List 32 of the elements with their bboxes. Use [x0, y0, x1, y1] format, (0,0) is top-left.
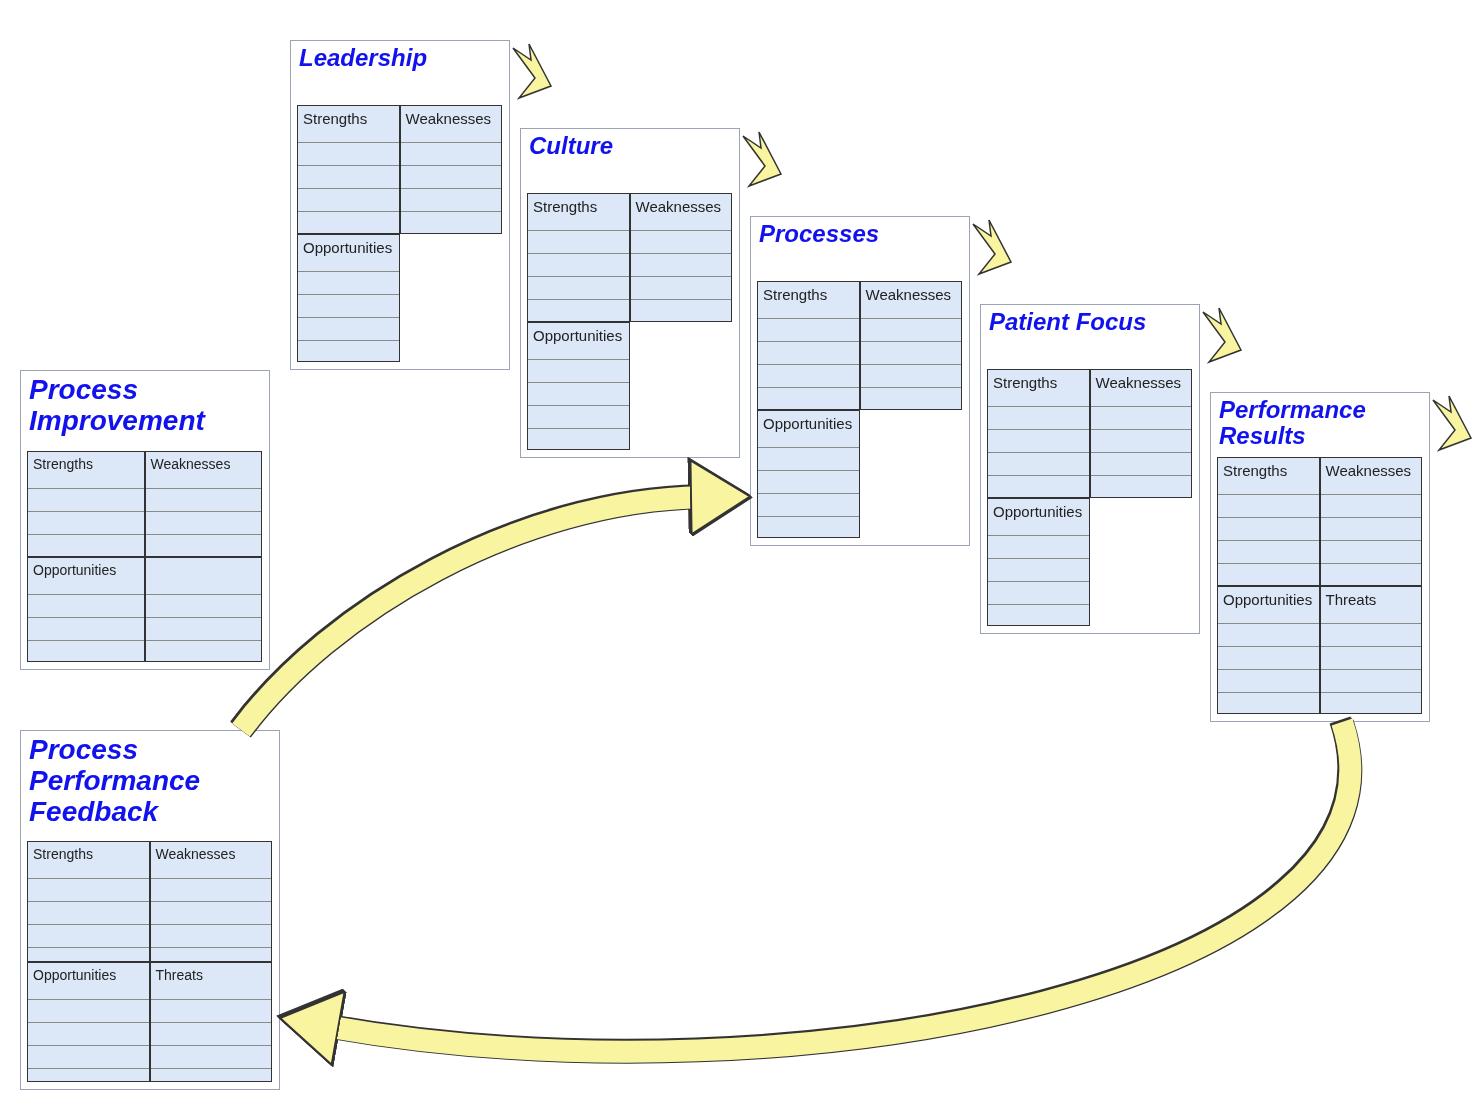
swot-quadrant: Weaknesses: [859, 281, 962, 410]
swot-quadrant: Weaknesses: [144, 451, 262, 557]
swot-quadrant: Strengths: [27, 451, 145, 557]
curved-arrow: [278, 720, 1361, 1066]
swot-quadrant: Opportunities: [27, 556, 145, 662]
swot-quadrant: Strengths: [987, 369, 1090, 498]
swot-quadrant: Strengths: [757, 281, 860, 410]
swot-quadrant: Strengths: [527, 193, 630, 322]
swot-card: [20, 730, 280, 1090]
swot-quadrant: Opportunities: [1217, 585, 1320, 714]
swot-card: [520, 128, 740, 458]
swot-quadrant: Threats: [149, 961, 272, 1082]
swot-card: [980, 304, 1200, 634]
swot-quadrant: Weaknesses: [149, 841, 272, 962]
swot-card: [20, 370, 270, 670]
swot-quadrant: Opportunities: [757, 409, 860, 538]
swot-quadrant: Weaknesses: [629, 193, 732, 322]
swot-quadrant: Opportunities: [987, 497, 1090, 626]
swot-quadrant: Threats: [1319, 585, 1422, 714]
swot-quadrant: Opportunities: [297, 233, 400, 362]
swot-quadrant: Opportunities: [27, 961, 150, 1082]
swot-card: [290, 40, 510, 370]
swot-quadrant: [144, 556, 262, 662]
swot-quadrant: Strengths: [297, 105, 400, 234]
swot-quadrant: Weaknesses: [1089, 369, 1192, 498]
swot-quadrant: Strengths: [1217, 457, 1320, 586]
swot-quadrant: Weaknesses: [1319, 457, 1422, 586]
swot-quadrant: Opportunities: [527, 321, 630, 450]
swot-card: [750, 216, 970, 546]
swot-card: [1210, 392, 1430, 722]
swot-quadrant: Strengths: [27, 841, 150, 962]
swot-quadrant: Weaknesses: [399, 105, 502, 234]
